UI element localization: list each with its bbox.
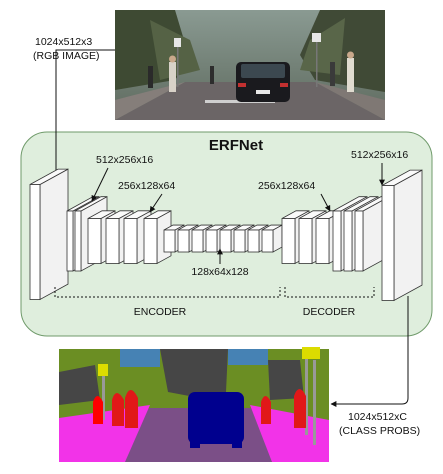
decoder-dim-2-arrow [320, 193, 331, 212]
encoder-label: ENCODER [134, 306, 187, 318]
encoder-dim-1: 512x256x16 [96, 154, 153, 166]
decoder-bracket [284, 287, 375, 298]
input-photo [115, 10, 385, 120]
output-segmentation [59, 347, 329, 462]
bottleneck-dim: 128x64x128 [191, 266, 248, 278]
decoder-dim-2: 256x128x64 [258, 180, 315, 192]
input-type-label: (RGB IMAGE) [33, 50, 100, 62]
output-size-label: 1024x512xC [348, 411, 407, 423]
encoder-dim-1-arrow [91, 167, 109, 202]
bottleneck-block-8 [261, 224, 283, 253]
encoder-dim-2: 256x128x64 [118, 180, 175, 192]
encoder-dim-2-arrow [149, 193, 163, 213]
input-arrow [53, 49, 115, 179]
decoder-dim-1: 512x256x16 [351, 149, 408, 161]
output-layer-block [381, 169, 423, 302]
decoder-label: DECODER [303, 306, 356, 318]
layer-blocks [29, 168, 423, 302]
input-size-label: 1024x512x3 [35, 36, 92, 48]
encoder-bracket [54, 287, 281, 298]
diagram-title: ERFNet [209, 137, 263, 154]
output-arrow [330, 296, 409, 407]
input-layer-block [29, 168, 69, 301]
output-type-label: (CLASS PROBS) [339, 425, 420, 437]
